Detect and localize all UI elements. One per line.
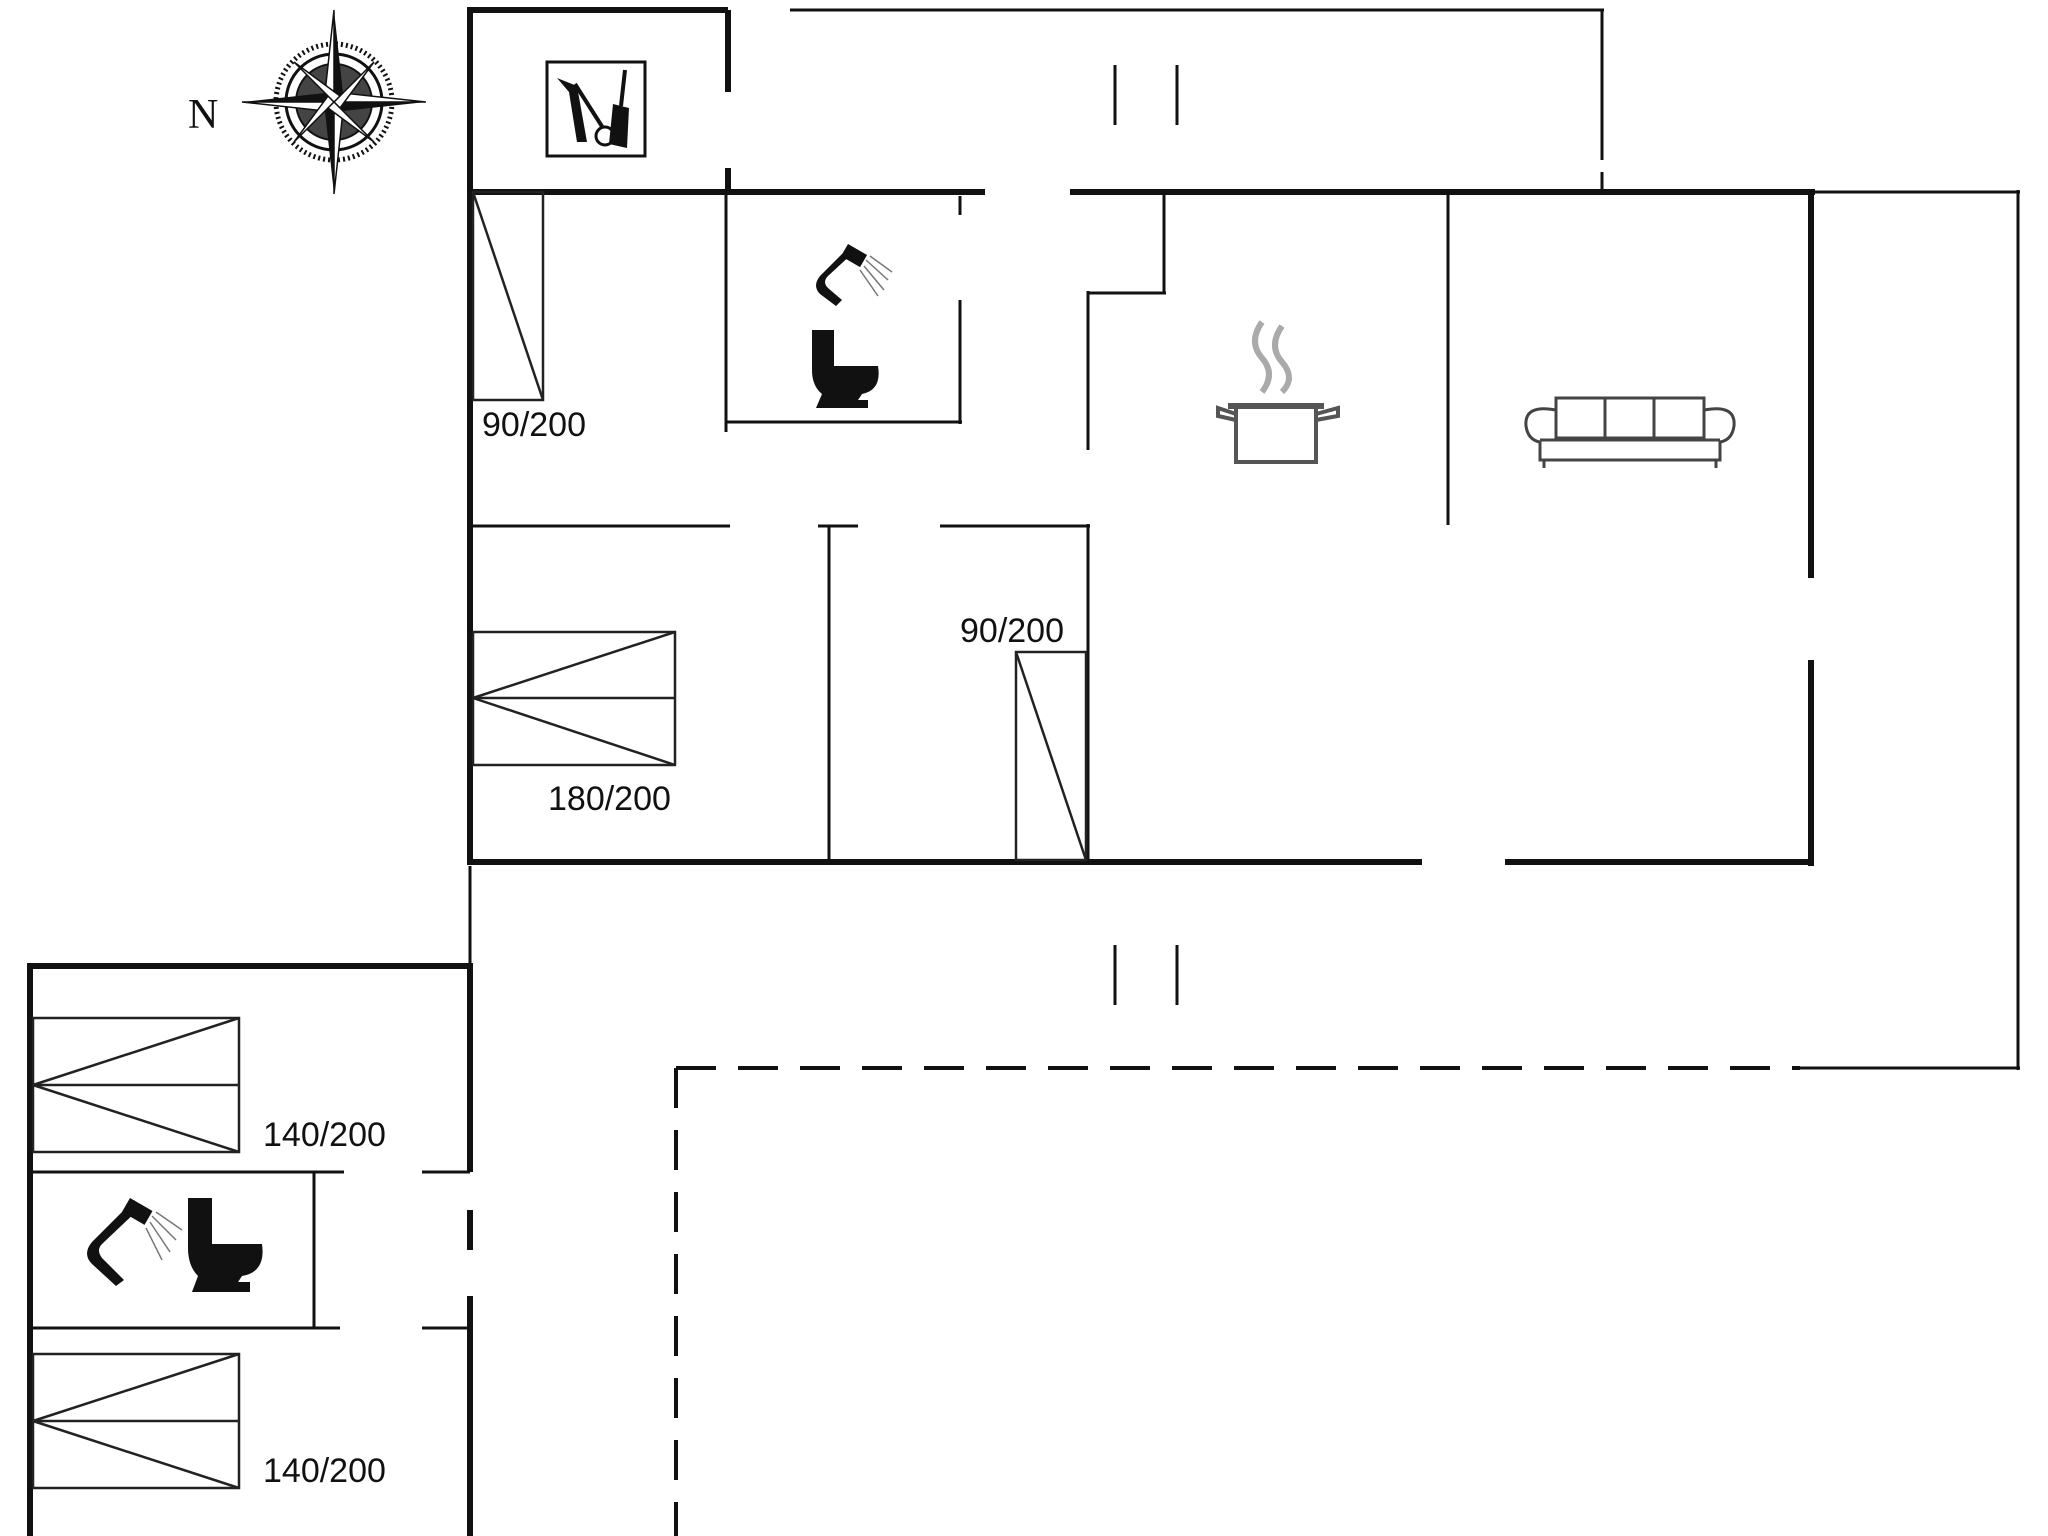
- utility-icon: [545, 60, 647, 158]
- bed-size-label: 180/200: [548, 780, 671, 818]
- upper-terrace-outline: [790, 8, 1604, 190]
- cooking-pot-icon: [1216, 320, 1340, 464]
- right-terrace-outline: [468, 190, 2020, 1070]
- annex-walls: [27, 963, 473, 1536]
- toilet-icon: [812, 330, 879, 408]
- bed-size-label: 140/200: [263, 1452, 386, 1490]
- toilet-icon: [188, 1198, 263, 1292]
- bed-size-label: 140/200: [263, 1116, 386, 1154]
- bed-size-label: 90/200: [482, 406, 586, 444]
- dashed-terrace-outline: [674, 1066, 1800, 1536]
- shower-icon: [87, 1197, 183, 1286]
- shower-icon: [816, 244, 893, 306]
- north-label: N: [188, 92, 218, 138]
- bed-size-label: 90/200: [960, 612, 1064, 650]
- bed-single-top: [471, 190, 545, 402]
- bed-annex-lower: [31, 1352, 241, 1490]
- bed-annex-upper: [31, 1016, 241, 1154]
- interior-walls: [470, 192, 1450, 862]
- compass-icon: [241, 9, 427, 195]
- sofa-icon: [1524, 396, 1736, 468]
- bed-double-center: [471, 630, 677, 767]
- bed-single-hall: [1014, 650, 1088, 862]
